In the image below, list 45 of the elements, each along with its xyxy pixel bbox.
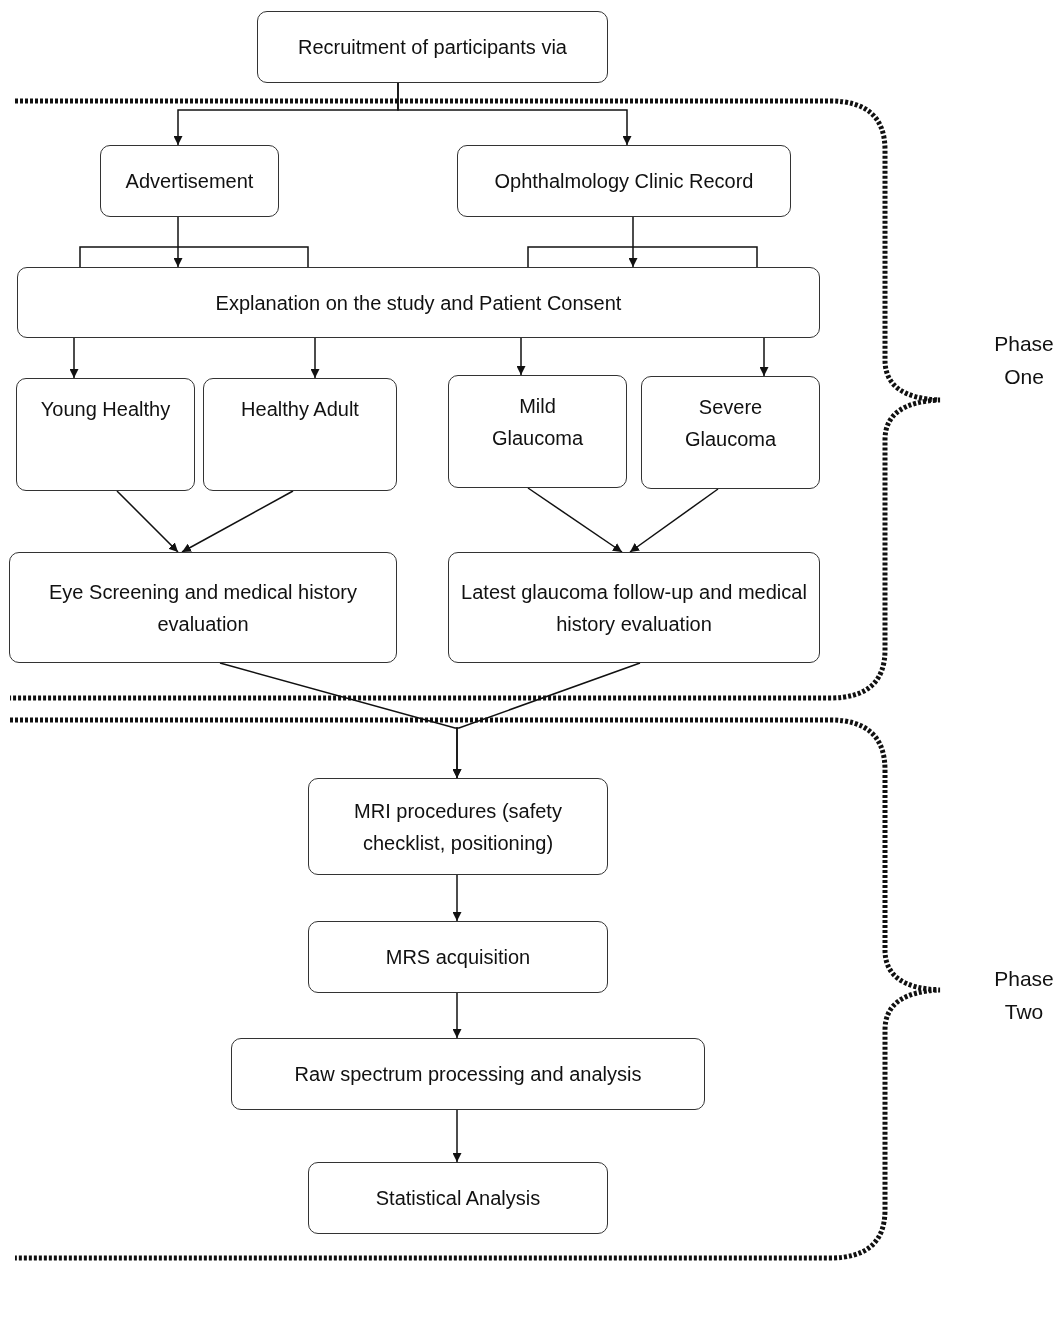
arrow [452,662,641,779]
node-text: Ophthalmology Clinic Record [494,169,754,194]
node-text: Healthy Adult [241,397,359,422]
arrow [116,490,179,553]
node-text: MRS acquisition [385,945,531,970]
node-text: Mild Glaucoma [490,394,585,451]
arrow [181,490,294,553]
process-box [448,375,627,488]
process-box [9,552,397,663]
process-box [308,921,608,993]
process-box [257,11,608,83]
node-text: Severe Glaucoma [683,395,778,452]
arrow [173,216,183,268]
process-box [448,552,820,663]
node-text: Eye Screening and medical history evaluation [48,579,358,637]
phase-label: Phase One [993,331,1055,390]
arrow [452,1109,462,1163]
process-box [231,1038,705,1110]
arrow [516,337,526,376]
arrow [452,992,462,1039]
arrow [759,337,769,377]
arrow [628,216,638,268]
arrow [397,82,632,146]
arrow [629,488,719,553]
node-text: Young Healthy [40,397,171,422]
process-box [308,1162,608,1234]
arrow [69,337,79,379]
arrow [452,874,462,922]
process-box [308,778,608,875]
process-box [100,145,279,217]
process-box [16,378,195,491]
process-box [203,378,397,491]
node-text: Explanation on the study and Patient Consent [215,290,622,316]
node-text: Statistical Analysis [375,1186,541,1211]
consent-box [17,267,820,338]
node-text: Latest glaucoma follow-up and medical history evaluation [460,579,808,637]
phase-label: Phase Two [993,966,1055,1025]
arrow [527,487,623,553]
node-text: Advertisement [125,169,254,194]
process-box [457,145,791,217]
arrow [310,337,320,379]
node-text: Recruitment of participants via [298,35,567,60]
node-text: MRI procedures (safety checklist, positioning) [353,798,563,856]
process-box [641,376,820,489]
node-text: Raw spectrum processing and analysis [294,1062,642,1087]
